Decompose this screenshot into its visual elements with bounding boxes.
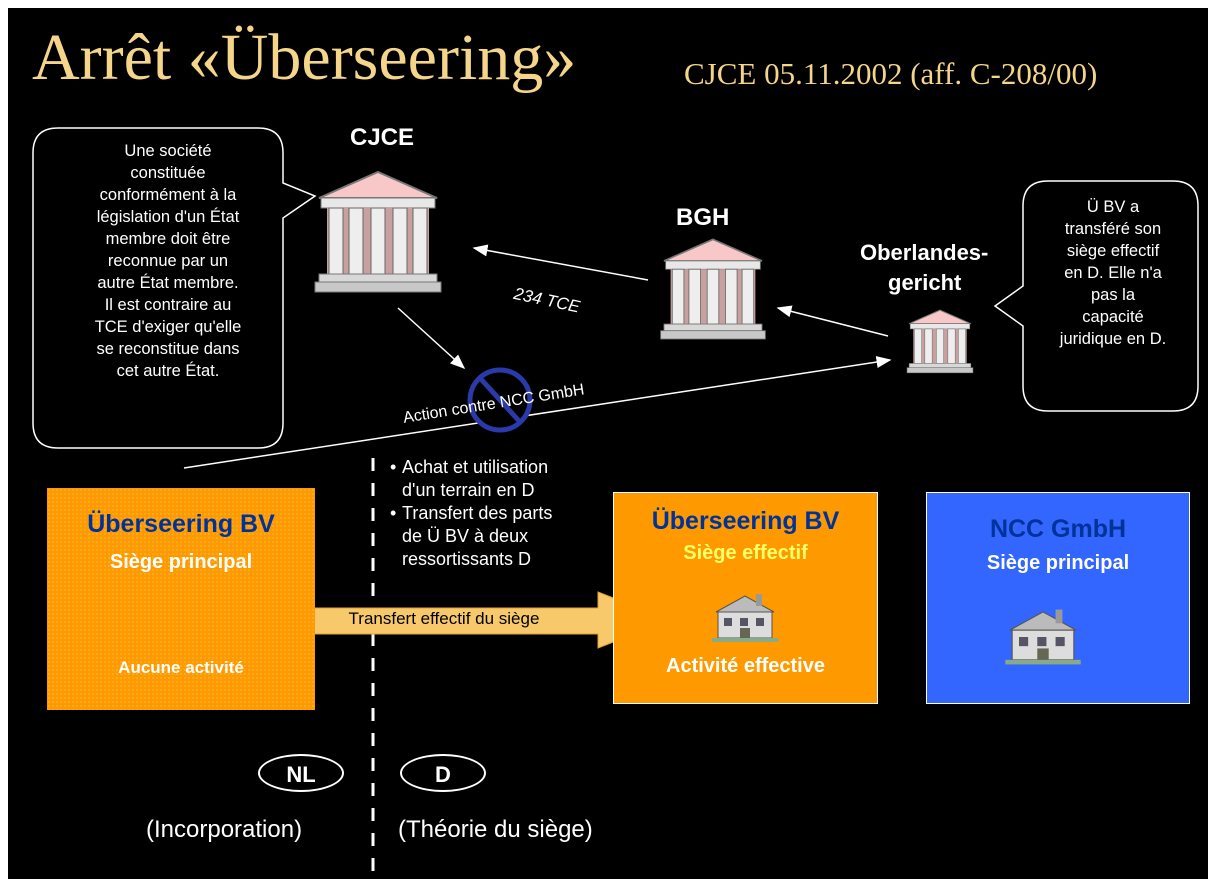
transfer-label: Transfert effectif du siège	[348, 609, 540, 628]
nl-theory-label: (Incorporation)	[146, 816, 303, 843]
prohibition-icon	[467, 367, 533, 433]
d-box-activity: Activité effective	[666, 655, 825, 677]
house-icon-ncc	[1005, 609, 1081, 665]
diagram-arrows	[183, 244, 892, 879]
slide: Arrêt «Überseering» CJCE 05.11.2002 (aff…	[8, 8, 1208, 879]
left-speech-bubble	[32, 127, 317, 449]
arrow-bgh-to-cjce	[472, 244, 649, 281]
slide-subtitle: CJCE 05.11.2002 (aff. C-208/00)	[684, 56, 1098, 91]
bgh-building-icon	[660, 238, 766, 340]
country-nl-oval: NL	[258, 754, 344, 792]
cjce-label: CJCE	[350, 124, 415, 151]
uberseering-nl-box: Überseering BV Siège principal Aucune ac…	[47, 488, 315, 710]
bgh-label: BGH	[676, 204, 730, 231]
ncc-gmbh-box: NCC GmbH Siège principal	[926, 492, 1190, 704]
olg-building-icon	[906, 309, 974, 374]
olg-label-line2: gericht	[888, 270, 962, 295]
slide-title: Arrêt «Überseering»	[32, 21, 577, 94]
arrow-cjce-to-action	[397, 307, 466, 370]
d-theory-label: (Théorie du siège)	[398, 816, 593, 843]
right-speech-bubble	[993, 180, 1199, 412]
action-line	[183, 356, 892, 469]
ncc-box-sub: Siège principal	[986, 552, 1130, 574]
arrow-olg-to-bgh	[776, 305, 889, 337]
country-d-oval: D	[400, 754, 486, 792]
nl-box-activity: Aucune activité	[118, 658, 244, 677]
nl-box-title: Überseering BV	[87, 510, 275, 538]
olg-label-line1: Oberlandes-	[860, 240, 989, 265]
d-box-title: Überseering BV	[651, 507, 840, 535]
d-box-sub: Siège effectif	[683, 542, 808, 564]
ncc-box-title: NCC GmbH	[989, 515, 1127, 543]
house-icon-d	[712, 594, 778, 642]
cjce-building-icon	[314, 170, 442, 293]
nl-box-sub: Siège principal	[109, 551, 253, 573]
